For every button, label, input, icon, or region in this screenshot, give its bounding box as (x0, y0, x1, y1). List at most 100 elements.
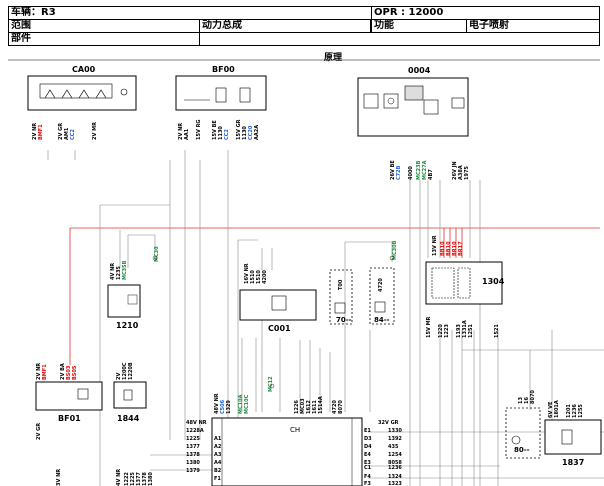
wire-label: 2V BA (60, 363, 66, 380)
wire-label: 26V BE (390, 160, 396, 180)
wire-label: 15V BE (212, 120, 218, 140)
wire-label: 1222 (124, 472, 130, 486)
wire-label: MC03 (300, 398, 306, 414)
ca00-label: CA00 (72, 65, 96, 74)
ch-pin-id: A2 (214, 444, 222, 450)
ch-pin-label: 1225 (186, 436, 200, 442)
component-80[interactable]: 80-- (505, 407, 541, 459)
ch-pin-label: 1254 (388, 452, 402, 458)
wire-label: 1223 (444, 324, 450, 338)
wire-label: 1251 (468, 324, 474, 338)
wire-label: AA1 (184, 128, 190, 140)
ch-pin-label: 1236 (388, 465, 402, 471)
ground-icon (269, 383, 275, 389)
ch-pin-id: F4 (364, 474, 371, 480)
ch-pin-id: F1 (214, 476, 221, 482)
wire-label: MC10A (238, 394, 244, 414)
ch-pin-label: 1377 (186, 444, 200, 450)
ch-pin-id: E1 (364, 428, 371, 434)
ch-pin-id: C1 (364, 465, 372, 471)
wire-label: BB10 (446, 241, 452, 256)
component-1844[interactable]: 1844 (113, 381, 147, 423)
ch-pin-label: 1324 (388, 474, 402, 480)
wire-label: MC23B (416, 160, 422, 180)
70-label: 70-- (336, 316, 352, 324)
ch-pin-id: D3 (364, 436, 372, 442)
wire-label: BR17 (458, 241, 464, 256)
component-1210[interactable]: 1210 (107, 284, 141, 330)
ch-label: CH (290, 426, 300, 434)
wire-label: 2V NR (32, 123, 38, 140)
ch-pin-label: 48V NR (186, 420, 207, 426)
wire-label: AA2A (254, 125, 260, 140)
ch-pin-label: 1392 (388, 436, 402, 442)
wire-label: 13 (518, 397, 524, 404)
component-70[interactable]: 70-- (329, 269, 353, 325)
wire-label: 8070 (338, 400, 344, 414)
ch-pin-label: 1228A (186, 428, 204, 434)
ch-pin-id: E3 (364, 460, 371, 466)
component-ca00[interactable]: CA00 (27, 65, 137, 111)
wire-label: 2V MR (92, 122, 98, 140)
ch-pin-label: 8058 (388, 460, 402, 466)
wire-label: BMF1 (38, 124, 44, 140)
diagram-title: 原理 (324, 53, 343, 63)
wire-label: 1801A (554, 400, 560, 418)
wire-label: BR10 (452, 241, 458, 256)
component-bf01[interactable]: BF01 (35, 381, 103, 423)
wire-label: 2V (116, 373, 122, 380)
wire-label: CC2 (224, 129, 230, 140)
ch-pin-label: 1330 (388, 428, 402, 434)
wire-label: MC27A (422, 160, 428, 180)
ch-pin-id: F3 (364, 481, 371, 486)
wire-label: 1331A (462, 320, 468, 338)
wire-label: 16V NR (244, 263, 250, 284)
wire-label: 1514A (318, 396, 324, 414)
wire-label: 4720 (378, 278, 384, 292)
wire-label: MC10C (244, 394, 250, 414)
wire-label: BB10 (440, 241, 446, 256)
wire-label: 1130 (242, 126, 248, 140)
wire-label: 6V VE (548, 401, 554, 418)
wire-label: 1193 (456, 324, 462, 338)
part-value (199, 32, 600, 46)
component-ch[interactable]: CH (211, 417, 363, 486)
ground-icon (389, 255, 395, 261)
wire-label: 1377 (136, 472, 142, 486)
ch-pin-label: 435 (388, 444, 399, 450)
wire-label: 1236 (572, 404, 578, 418)
wire-label: 1200C (122, 362, 128, 380)
component-84[interactable]: 84-- (369, 267, 395, 325)
wire-label: 1130 (218, 126, 224, 140)
wire-label: 1612 (306, 400, 312, 414)
ch-pin-id: B2 (214, 468, 222, 474)
wire-label: T00 (338, 279, 344, 290)
component-1304[interactable]: 1304 (425, 261, 505, 305)
wire-label: 48V NR (214, 393, 220, 414)
wire-label: 1201 (566, 404, 572, 418)
wire-label-group: 2V NR BMF1 2V GR AM1 CC2 2V MR 2V NR AA1… (32, 119, 584, 486)
wire-label: BS03 (66, 365, 72, 380)
component-0004[interactable]: 0004 (357, 66, 469, 137)
ground-symbols (152, 255, 395, 389)
wire-label: 1220B (128, 362, 134, 380)
ch-pins: 48V NR 1228A 1225 1377 1378 1380 1379 A1… (186, 420, 402, 486)
wire-label: 2V GR (36, 423, 42, 440)
component-1837[interactable]: 1837 (544, 419, 602, 467)
ch-pin-id: A1 (214, 436, 222, 442)
wire-label: MC12 (268, 376, 274, 392)
wire-label: 15V GR (236, 119, 242, 140)
c001-label: C001 (268, 324, 291, 333)
wire-label: 1611 (312, 400, 318, 414)
wiring-harness (47, 150, 604, 486)
ch-pin-id: D4 (364, 444, 372, 450)
component-c001[interactable]: C001 (239, 289, 317, 333)
component-bf00[interactable]: BF00 (175, 65, 267, 111)
wire-label: AM1 (64, 127, 70, 140)
0004-label: 0004 (408, 66, 431, 75)
wire-label: 2V GR (58, 123, 64, 140)
84-label: 84-- (374, 316, 390, 324)
wire-label: 15V RG (196, 119, 202, 140)
wire-label: C72B (396, 165, 402, 180)
wire-label: 1378 (142, 472, 148, 486)
